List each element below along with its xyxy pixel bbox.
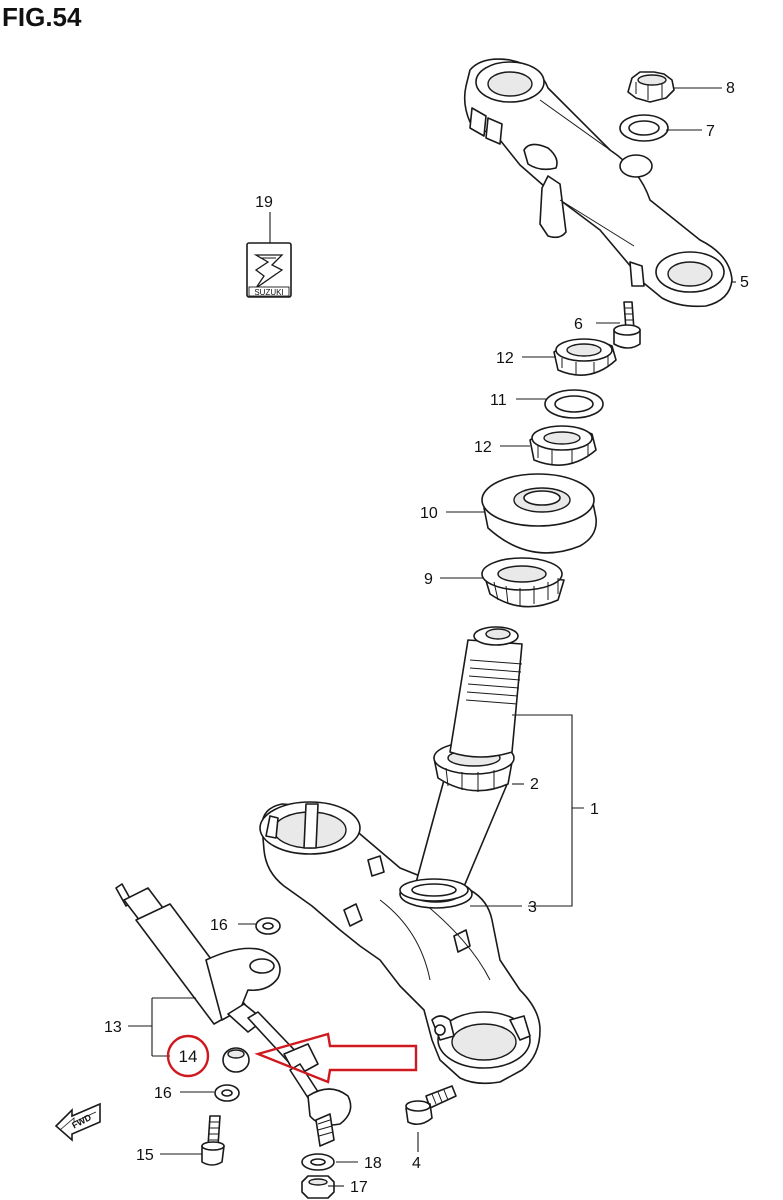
part-16-washer-upper	[255, 917, 281, 935]
highlight-circle	[166, 1034, 210, 1078]
fwd-arrow-icon: FWD	[54, 1102, 101, 1142]
label-part-5: 5	[740, 274, 749, 291]
label-part-2: 2	[530, 776, 539, 793]
label-part-17: 17	[350, 1179, 368, 1196]
figure-title: FIG.54	[2, 2, 82, 32]
label-part-6: 6	[574, 316, 583, 333]
part-15-bolt	[201, 1115, 225, 1166]
part-1-lower-bracket	[259, 626, 541, 1085]
part-9-bearing	[481, 557, 565, 608]
highlight-callout	[166, 1032, 418, 1084]
part-8-stem-nut	[627, 71, 675, 103]
emblem-text: SUZUKI	[254, 288, 283, 297]
part-4-clamp-bolt	[405, 1085, 457, 1126]
label-part-8: 8	[726, 80, 735, 97]
part-13-steering-damper	[115, 883, 352, 1147]
part-6-bolt	[613, 301, 641, 349]
label-part-16-upper: 16	[210, 917, 228, 934]
leader-lines	[128, 87, 736, 1187]
part-labels: 19 8 7 5 6 12 11 12 10 9 2 1 3 4 16 13 1…	[104, 80, 749, 1196]
part-16-washer-lower	[214, 1084, 240, 1102]
part-5-upper-bracket	[463, 58, 733, 308]
label-part-13: 13	[104, 1019, 122, 1036]
label-part-4: 4	[412, 1155, 421, 1172]
part-12-locknut-upper	[553, 338, 617, 376]
label-part-9: 9	[424, 571, 433, 588]
label-part-3: 3	[528, 899, 537, 916]
part-19-emblem: SUZUKI	[246, 242, 292, 298]
label-part-1: 1	[590, 801, 599, 818]
highlight-arrow-icon	[254, 1032, 418, 1084]
part-14-damper-cap	[222, 1047, 250, 1073]
part-12-locknut-lower	[529, 425, 597, 466]
label-part-14: 14	[179, 1047, 198, 1066]
label-part-16-lower: 16	[154, 1085, 172, 1102]
part-10-dust-seal	[481, 473, 597, 554]
label-part-18: 18	[364, 1155, 382, 1172]
part-17-nut	[301, 1175, 335, 1199]
label-part-11: 11	[490, 392, 507, 409]
label-part-15: 15	[136, 1147, 154, 1164]
label-part-7: 7	[706, 123, 715, 140]
label-part-10: 10	[420, 505, 438, 522]
part-11-washer	[544, 389, 604, 419]
label-part-12-lower: 12	[474, 439, 492, 456]
part-7-washer	[619, 114, 669, 142]
label-part-12-upper: 12	[496, 350, 514, 367]
part-18-washer	[301, 1153, 335, 1171]
part-3-stem-seal	[399, 878, 469, 902]
label-part-19: 19	[255, 194, 273, 211]
